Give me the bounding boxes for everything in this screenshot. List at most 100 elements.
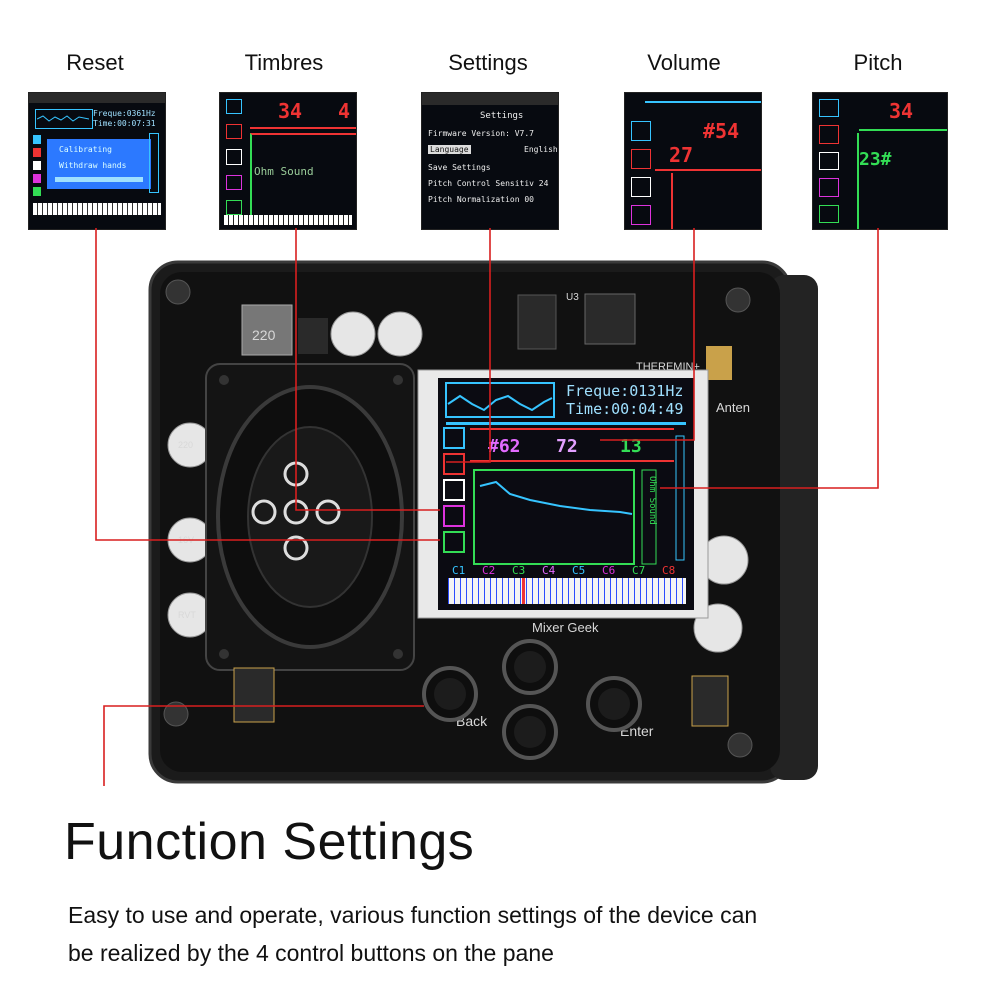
volume-value-b: 27 [669, 143, 694, 167]
piano-key-divider [622, 578, 623, 604]
cap-silk: RVT [178, 610, 196, 620]
piano-key-divider [562, 578, 563, 604]
piano-key-divider [646, 578, 647, 604]
callout-line-volume [600, 228, 695, 441]
power-switch[interactable] [706, 346, 732, 380]
key-label: C2 [482, 564, 495, 577]
callout-line-buttons [103, 705, 424, 786]
piano-key-divider [520, 578, 521, 604]
piano-key-divider [670, 578, 671, 604]
piano-key-divider [502, 578, 503, 604]
piano-key-divider [478, 578, 479, 604]
device-side-edge [770, 275, 818, 780]
piano-key-divider [538, 578, 539, 604]
screen-side-text: Ohm Sound [647, 476, 657, 525]
reset-screen-thumbnail: Freque:0361Hz Time:00:07:31 Calibrating … [28, 92, 166, 230]
timbres-caption: Ohm Sound [254, 165, 314, 178]
pitch-value-a: 34 [889, 99, 914, 123]
volume-icon[interactable] [443, 453, 465, 475]
calibrating-dialog: Calibrating Withdraw hands [47, 139, 151, 189]
waveform-icon [447, 394, 553, 412]
music-note-icon[interactable] [443, 479, 465, 501]
screen-time-text: Time:00:04:49 [566, 400, 683, 418]
callout-label-volume: Volume [647, 50, 721, 75]
screen-value-3: 13 [620, 436, 642, 457]
audio-jack[interactable] [233, 667, 275, 723]
piano-key-divider [664, 578, 665, 604]
key-label: C5 [572, 564, 585, 577]
u3-label: U3 [566, 292, 579, 303]
piano-key-divider [592, 578, 593, 604]
piano-key-divider [580, 578, 581, 604]
callout-label-pitch: Pitch [853, 50, 903, 75]
piano-key-divider [682, 578, 683, 604]
down-button[interactable] [502, 704, 558, 760]
settings-row[interactable]: Pitch Normalization 00 [428, 195, 534, 204]
piano-key-divider [652, 578, 653, 604]
piano-key-divider [550, 578, 551, 604]
settings-row[interactable]: Save Settings [428, 163, 491, 172]
callout-line-reset [95, 228, 440, 541]
callout-line-pitch [660, 228, 879, 489]
piano-key-divider [640, 578, 641, 604]
timbre-wave-icon[interactable] [443, 505, 465, 527]
screw-hole [725, 287, 751, 313]
piano-key-divider [616, 578, 617, 604]
ic-chip [298, 318, 328, 354]
key-label: C6 [602, 564, 615, 577]
inductor [241, 304, 293, 356]
piano-key-divider [628, 578, 629, 604]
settings-title: Settings [480, 111, 524, 121]
screen-freq-text: Freque:0131Hz [566, 382, 683, 400]
settings-row[interactable]: Pitch Control Sensitiv 24 [428, 179, 549, 188]
screen-value-2: 72 [556, 436, 578, 457]
back-button[interactable] [422, 666, 478, 722]
lcd-screen [417, 369, 709, 619]
callout-line-timbres [295, 228, 440, 511]
timbres-value-2: 4 [338, 99, 351, 123]
enter-button[interactable] [586, 676, 642, 732]
usb-port[interactable] [691, 675, 729, 727]
mixer-geek-silkscreen: Mixer Geek [532, 620, 599, 635]
settings-row[interactable]: Firmware Version: V7.7 [428, 129, 534, 138]
inductor-label: 220 [252, 327, 276, 343]
piano-key-divider [454, 578, 455, 604]
screen-value-1: #62 [488, 436, 521, 457]
antenna-icon[interactable] [443, 531, 465, 553]
piano-key-divider [466, 578, 467, 604]
callout-label-settings: Settings [448, 50, 528, 75]
piano-key-divider [658, 578, 659, 604]
screw-hole [165, 279, 191, 305]
capacitor [330, 311, 376, 357]
piano-key-divider [544, 578, 545, 604]
key-label: C4 [542, 564, 556, 577]
reset-time-text: Time:00:07:31 [93, 119, 156, 128]
callout-line-settings [446, 228, 491, 463]
callout-label-timbres: Timbres [244, 50, 324, 75]
calibrating-text: Calibrating [59, 145, 112, 154]
mcu-chip [584, 293, 636, 345]
withdraw-hands-text: Withdraw hands [59, 161, 127, 170]
up-button[interactable] [502, 639, 558, 695]
piano-key-divider [610, 578, 611, 604]
piano-key-divider [508, 578, 509, 604]
settings-screen-thumbnail: Settings Firmware Version: V7.7 Language… [421, 92, 559, 230]
piano-key-divider [598, 578, 599, 604]
piano-key-divider [586, 578, 587, 604]
timbres-screen-thumbnail: 34 4 Ohm Sound [219, 92, 357, 230]
antenna-label: Anten [716, 400, 750, 415]
piano-keyboard [448, 578, 686, 604]
piano-key-divider [472, 578, 473, 604]
piano-key-divider [514, 578, 515, 604]
callout-lines [95, 228, 879, 786]
screw-hole [163, 701, 189, 727]
pitch-screen-thumbnail: 34 23# [812, 92, 948, 230]
waveform-icon [37, 115, 89, 122]
bluetooth-icon[interactable] [443, 427, 465, 449]
callout-label-reset: Reset [66, 50, 124, 75]
piano-key-divider [568, 578, 569, 604]
key-label: C7 [632, 564, 645, 577]
capacitor [377, 311, 423, 357]
